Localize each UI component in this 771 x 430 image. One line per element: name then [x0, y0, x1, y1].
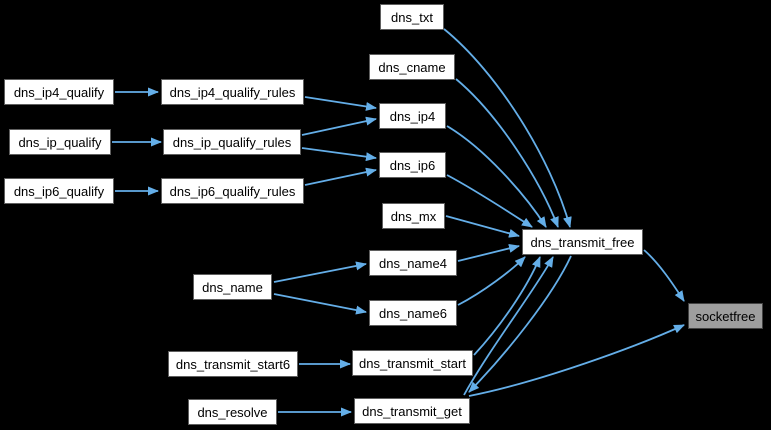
node-dns_transmit_get[interactable]: dns_transmit_get	[354, 398, 470, 424]
edge-dns_ip_qualify_rules-dns_ip6	[301, 147, 377, 162]
node-dns_ip6_qualify[interactable]: dns_ip6_qualify	[4, 178, 114, 204]
node-dns_ip_qualify_rules[interactable]: dns_ip_qualify_rules	[163, 129, 301, 155]
node-dns_ip4[interactable]: dns_ip4	[379, 103, 446, 129]
node-dns_cname[interactable]: dns_cname	[369, 54, 455, 80]
node-dns_name4[interactable]: dns_name4	[369, 250, 457, 276]
edge-dns_transmit_free-socketfree	[643, 249, 685, 302]
edge-dns_transmit_start-dns_transmit_free	[473, 256, 541, 356]
edge-dns_ip4_qualify_rules-dns_ip4	[304, 96, 377, 111]
node-dns_name[interactable]: dns_name	[193, 274, 272, 300]
edge-dns_name6-dns_transmit_free	[457, 256, 526, 306]
edge-dns_ip6-dns_transmit_free	[446, 174, 533, 228]
node-dns_transmit_start[interactable]: dns_transmit_start	[352, 350, 473, 376]
node-dns_mx[interactable]: dns_mx	[382, 203, 445, 229]
edge-dns_name4-dns_transmit_free	[457, 244, 520, 262]
node-dns_ip4_qualify_rules[interactable]: dns_ip4_qualify_rules	[161, 79, 304, 105]
edge-dns_cname-dns_transmit_free	[455, 78, 559, 228]
node-dns_ip6_qualify_rules[interactable]: dns_ip6_qualify_rules	[161, 178, 304, 204]
edge-dns_ip6_qualify_rules-dns_ip6	[304, 167, 377, 186]
edge-dns_transmit_free-dns_transmit_get	[468, 255, 572, 393]
node-dns_ip_qualify[interactable]: dns_ip_qualify	[9, 129, 111, 155]
edge-dns_ip_qualify_rules-dns_ip4	[301, 116, 377, 136]
node-dns_transmit_free[interactable]: dns_transmit_free	[522, 229, 643, 255]
edge-dns_name-dns_name4	[273, 261, 367, 283]
edge-dns_mx-dns_transmit_free	[445, 215, 520, 238]
node-dns_ip4_qualify[interactable]: dns_ip4_qualify	[4, 79, 114, 105]
node-dns_transmit_start6[interactable]: dns_transmit_start6	[168, 351, 298, 377]
edge-dns_ip4-dns_transmit_free	[446, 125, 547, 228]
edge-dns_transmit_get-dns_transmit_free	[463, 256, 554, 396]
edge-dns_name-dns_name6	[273, 293, 367, 315]
edge-dns_txt-dns_transmit_free	[443, 28, 572, 228]
node-dns_resolve[interactable]: dns_resolve	[188, 399, 277, 425]
node-dns_name6[interactable]: dns_name6	[369, 300, 457, 326]
node-socketfree: socketfree	[688, 303, 763, 329]
node-dns_ip6[interactable]: dns_ip6	[379, 152, 446, 178]
edge-dns_transmit_get-socketfree	[468, 324, 685, 397]
node-dns_txt[interactable]: dns_txt	[380, 4, 444, 30]
